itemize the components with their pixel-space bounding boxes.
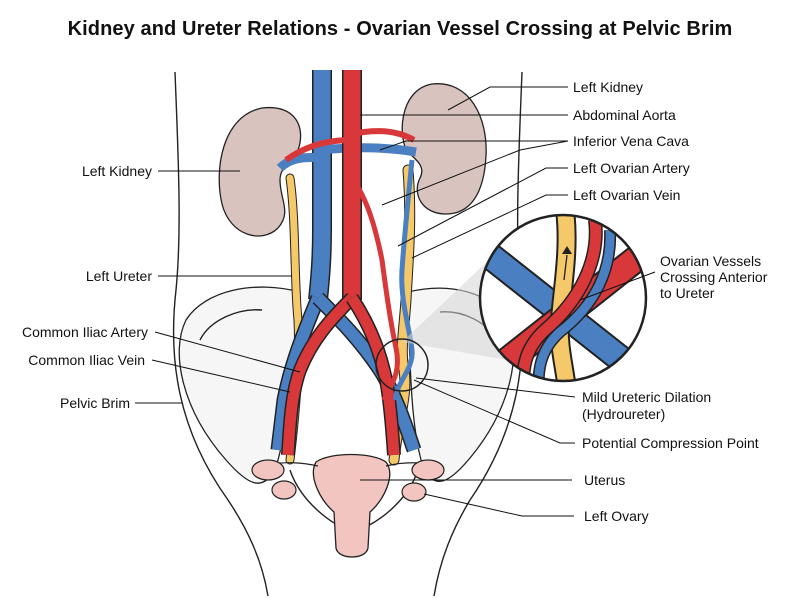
label-uterus: Uterus: [584, 472, 625, 488]
compression-highlight: [375, 240, 510, 392]
left-tube-fimbria: [411, 459, 445, 481]
compression-point-circle: [375, 338, 429, 392]
uterus-group: [251, 453, 445, 558]
label-inferior-vena-cava: Inferior Vena Cava: [573, 133, 689, 149]
kidney-right-side: [401, 83, 487, 215]
label-common-iliac-vein: Common Iliac Vein: [28, 352, 145, 368]
label-left-ovary: Left Ovary: [584, 508, 649, 524]
kidneys: [218, 83, 487, 237]
left-ovarian-vein: [393, 159, 415, 401]
label-left-ovarian-artery: Left Ovarian Artery: [573, 160, 690, 176]
label-inset-line2: Crossing Anterior: [660, 269, 768, 285]
great-vessels: [270, 70, 422, 456]
label-dilation-line1: Mild Ureteric Dilation: [582, 389, 711, 405]
left-ovarian-artery: [349, 176, 400, 401]
label-left-kidney-left: Left Kidney: [82, 163, 152, 179]
label-pelvic-brim: Pelvic Brim: [60, 395, 130, 411]
right-tube-fimbria: [251, 459, 285, 481]
label-abdominal-aorta: Abdominal Aorta: [573, 107, 676, 123]
kidney-left-side: [218, 106, 302, 237]
leader-lines: [135, 86, 656, 517]
label-left-ovarian-vein: Left Ovarian Vein: [573, 187, 680, 203]
label-inset-line3: to Ureter: [660, 285, 715, 301]
left-ovary: [401, 482, 427, 502]
label-left-kidney-right: Left Kidney: [573, 79, 643, 95]
label-compression-point: Potential Compression Point: [582, 435, 759, 451]
label-left-ureter: Left Ureter: [86, 268, 152, 284]
right-ovary: [271, 480, 297, 500]
pelvis: [178, 286, 515, 533]
labels: Left Kidney Abdominal Aorta Inferior Ven…: [22, 79, 768, 524]
diagram-title: Kidney and Ureter Relations - Ovarian Ve…: [67, 18, 733, 40]
label-inset-line1: Ovarian Vessels: [660, 253, 761, 269]
label-dilation-line2: (Hydroureter): [582, 406, 665, 422]
uterus: [312, 453, 391, 558]
label-common-iliac-artery: Common Iliac Artery: [22, 324, 148, 340]
